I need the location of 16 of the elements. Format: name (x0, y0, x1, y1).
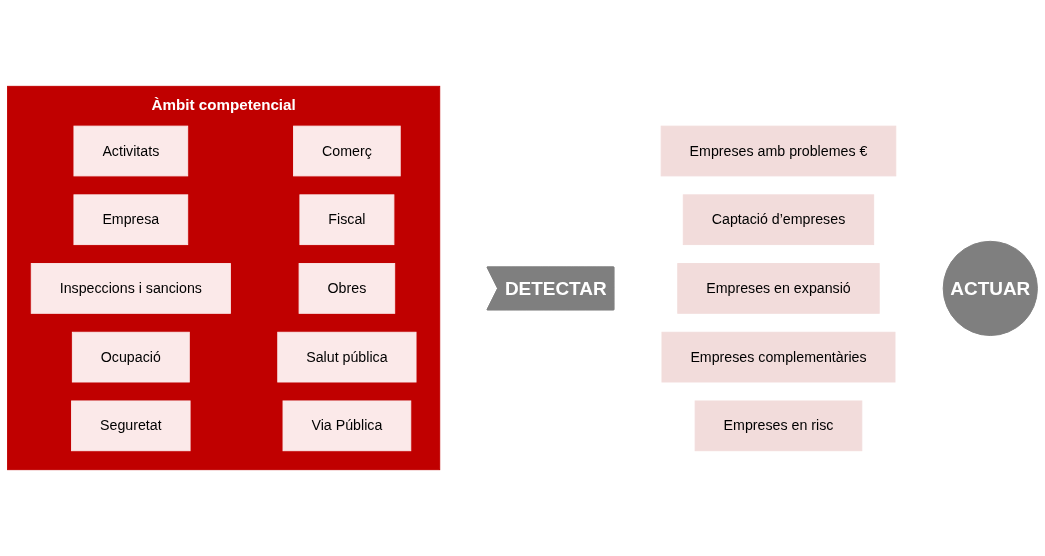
node-box: Captació d’empreses (682, 194, 875, 246)
node-box: Comerç (293, 125, 401, 177)
node-box: Fiscal (299, 194, 395, 246)
node-box: Activitats (73, 125, 189, 177)
node-box: Ocupació (71, 331, 190, 383)
node-box: Empreses en risc (694, 400, 863, 452)
node-box: Inspeccions i sancions (30, 263, 231, 314)
node-circle: ACTUAR (942, 240, 1038, 336)
node-box: Salut pública (277, 331, 417, 383)
node-box: Empreses amb problemes € (660, 125, 897, 177)
node-box: Via Pública (282, 400, 412, 452)
node-box: Empreses complementàries (661, 331, 896, 383)
node-box: Obres (298, 263, 396, 314)
node-box: Empreses en expansió (677, 263, 880, 314)
node-box: Seguretat (71, 400, 191, 452)
node-box: Empresa (73, 194, 189, 246)
